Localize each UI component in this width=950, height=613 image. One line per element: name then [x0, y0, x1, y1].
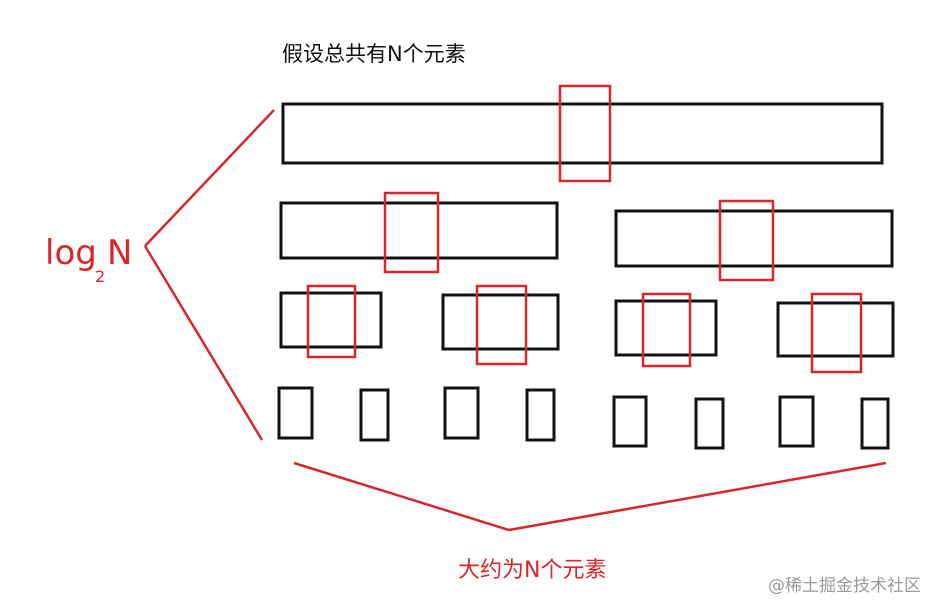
- bottom-brace-left: [293, 461, 510, 532]
- pivot-marker: [383, 191, 440, 274]
- pivot-marker: [641, 292, 692, 368]
- array-segment: [614, 299, 718, 357]
- leaf-segment: [525, 388, 556, 442]
- level-2: [279, 191, 894, 282]
- level-3: [279, 284, 895, 374]
- bottom-brace: [293, 461, 887, 532]
- depth-brace-upper: [144, 109, 275, 247]
- depth-brace: [143, 109, 275, 441]
- array-segment: [281, 102, 884, 165]
- level-1: [281, 84, 884, 183]
- level-4: [277, 386, 890, 450]
- leaf-segment: [694, 397, 725, 450]
- leaf-segment: [443, 386, 480, 440]
- pivot-marker: [475, 284, 528, 366]
- pivot-marker: [558, 84, 612, 183]
- depth-label-main: log: [45, 233, 97, 273]
- array-segment: [614, 209, 894, 268]
- leaf-segment: [612, 395, 648, 448]
- pivot-marker: [810, 292, 863, 374]
- diagram-title: 假设总共有N个元素: [282, 42, 466, 66]
- array-segment: [279, 291, 383, 349]
- watermark: @稀土掘金技术社区: [768, 576, 921, 596]
- depth-label-subscript: 2: [95, 267, 105, 286]
- depth-label: log: [45, 233, 97, 273]
- leaf-segment: [277, 386, 314, 440]
- array-segment: [776, 301, 895, 358]
- depth-label-suffix: N: [107, 233, 132, 273]
- leaf-segment: [778, 395, 815, 448]
- bottom-brace-right: [508, 461, 887, 532]
- pivot-marker: [306, 284, 357, 359]
- pivot-marker: [718, 199, 775, 282]
- leaf-segment: [860, 397, 890, 450]
- depth-brace-lower: [143, 245, 264, 441]
- array-segment: [441, 293, 560, 351]
- array-segment: [279, 201, 559, 260]
- bottom-label: 大约为N个元素: [458, 558, 606, 583]
- leaf-segment: [359, 388, 390, 442]
